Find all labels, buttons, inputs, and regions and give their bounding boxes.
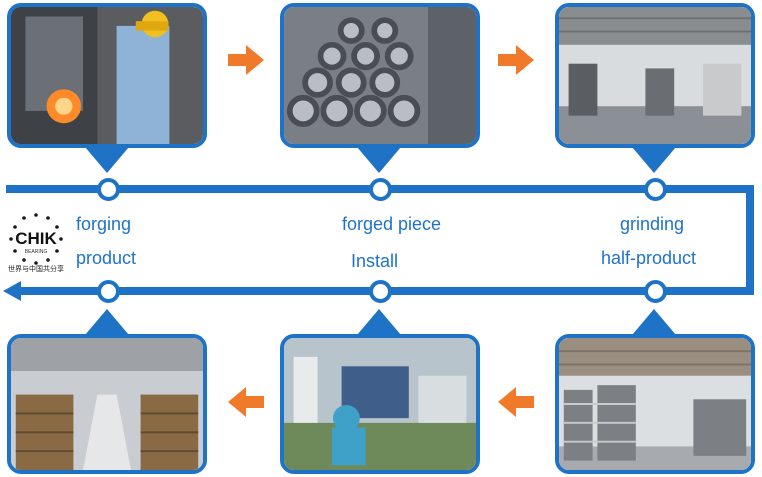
label-half-product: half-product xyxy=(601,248,697,268)
pointer-install xyxy=(357,309,401,335)
pointer-forged-piece xyxy=(357,147,401,173)
arrow-right-icon xyxy=(228,45,264,75)
pointer-half-product xyxy=(632,309,676,335)
arrow-left-orange-icon xyxy=(498,387,534,417)
arrow-right-icon xyxy=(498,45,534,75)
node-forged-piece xyxy=(369,178,392,201)
label-install: Install xyxy=(351,251,399,271)
install-photo xyxy=(280,334,480,474)
arrow-left-orange-icon xyxy=(228,387,264,417)
node-forging xyxy=(97,178,120,201)
chik-logo: CHIK BEARING xyxy=(9,213,63,265)
pointer-forging xyxy=(85,147,129,173)
product-photo xyxy=(7,334,207,474)
forged-piece-photo xyxy=(280,3,480,148)
half-product-photo xyxy=(555,334,755,474)
pointer-grinding xyxy=(632,147,676,173)
grinding-photo xyxy=(555,3,755,148)
label-forged-piece: forged piece xyxy=(342,214,442,234)
node-product xyxy=(97,280,120,303)
node-half-product xyxy=(644,280,667,303)
logo-brand: CHIK xyxy=(15,229,57,248)
pointer-product xyxy=(85,309,129,335)
forging-photo xyxy=(7,3,207,148)
label-forging: forging xyxy=(76,214,132,234)
node-install xyxy=(369,280,392,303)
node-grinding xyxy=(644,178,667,201)
label-product: product xyxy=(76,248,137,268)
arrow-left-icon xyxy=(3,281,21,301)
logo-tagline: 世界与中国共分享 xyxy=(8,266,64,273)
logo-subbrand: BEARING xyxy=(25,249,48,255)
label-grinding: grinding xyxy=(620,214,685,234)
timeline-right xyxy=(746,185,754,295)
